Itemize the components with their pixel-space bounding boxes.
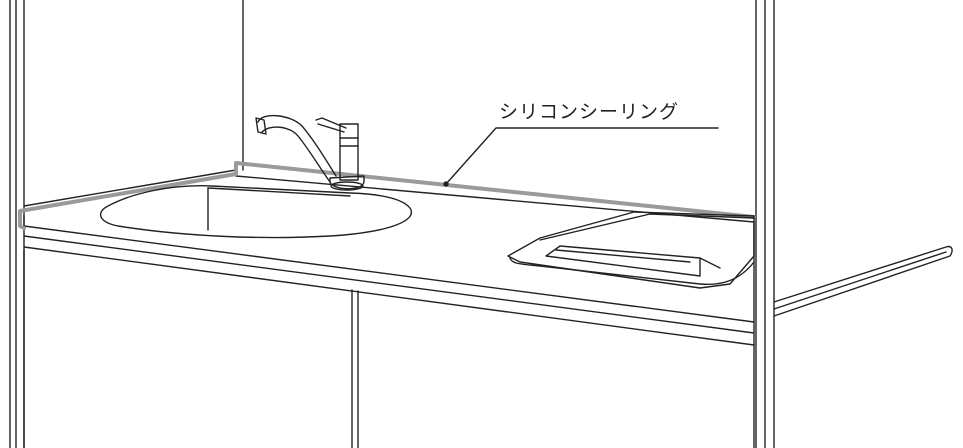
cooktop-icon — [507, 211, 755, 289]
countertop — [23, 161, 755, 346]
cabinet-doors — [23, 249, 755, 448]
sink-basin — [99, 185, 413, 239]
callout-leader — [443, 127, 719, 187]
silicone-sealing-line — [18, 161, 756, 230]
sealing-callout-label: シリコンシーリング — [499, 101, 680, 123]
right-side-panel — [755, 0, 775, 448]
right-counter-edge — [773, 245, 953, 317]
faucet-icon — [255, 115, 365, 191]
